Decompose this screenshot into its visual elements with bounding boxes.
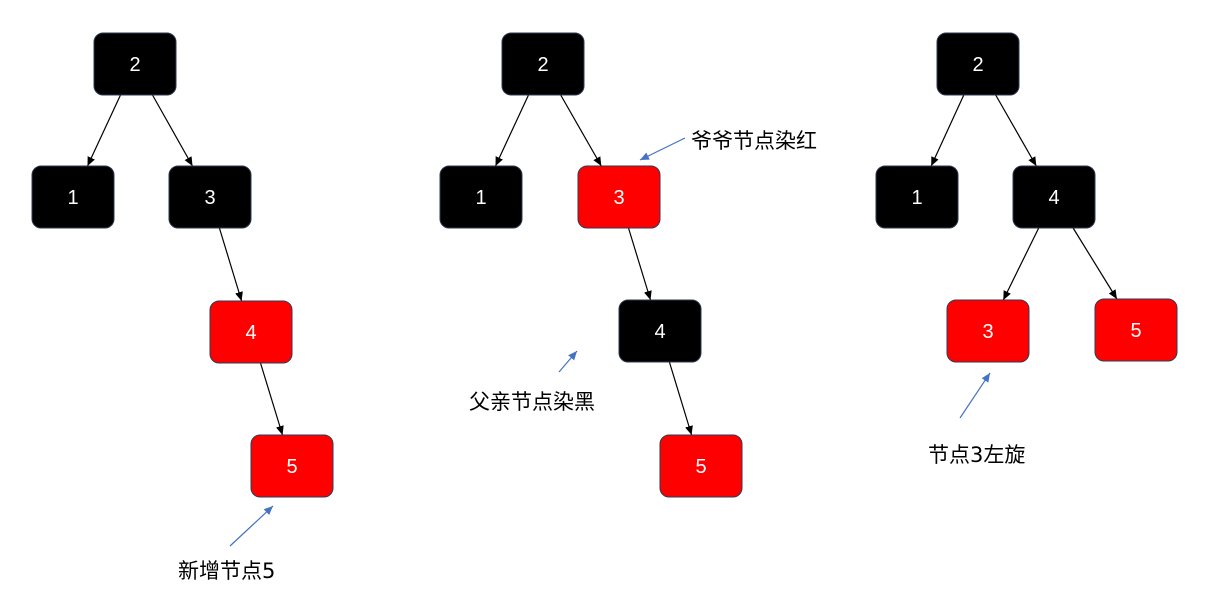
edge-t1-n2-to-t1-n1 — [86, 94, 122, 167]
annotation-text-t2-note-grand: 爷爷节点染红 — [691, 129, 817, 153]
annotation-text-t2-note-parent: 父亲节点染黑 — [469, 390, 595, 414]
red-node-box — [946, 299, 1030, 363]
annotation-text-t3-note: 节点3左旋 — [928, 443, 1025, 467]
black-node-box — [875, 165, 959, 229]
edge-t3-n2-to-t3-n1 — [930, 94, 965, 167]
node-label: 2 — [537, 54, 548, 76]
tree-node-t2-n2: 2 — [501, 32, 585, 96]
annotation-arrow-t1-note — [229, 505, 274, 547]
annotation-arrow-t2-note-grand — [639, 137, 686, 161]
edge-t3-n2-to-t3-n4 — [995, 94, 1037, 167]
annotation-arrow-t2-note-parent — [558, 350, 578, 373]
node-label: 1 — [911, 187, 922, 209]
node-label: 4 — [1048, 187, 1059, 209]
black-node-box — [439, 165, 523, 229]
tree-node-t2-n1: 1 — [439, 165, 523, 229]
tree-node-t1-n3: 3 — [168, 165, 252, 229]
edge-t2-n2-to-t2-n3 — [560, 94, 602, 167]
edge-t2-n2-to-t2-n1 — [494, 94, 530, 167]
node-label: 3 — [613, 187, 624, 209]
edge-t2-n4-to-t2-n5 — [668, 361, 693, 436]
black-node-box — [93, 32, 177, 96]
node-label: 3 — [204, 187, 215, 209]
red-node-box — [250, 434, 334, 498]
node-label: 4 — [245, 322, 256, 344]
node-label: 2 — [972, 54, 983, 76]
black-node-box — [501, 32, 585, 96]
tree-node-t3-n5: 5 — [1094, 298, 1178, 362]
tree-node-t3-n1: 1 — [875, 165, 959, 229]
red-node-box — [1094, 298, 1178, 362]
node-label: 5 — [1130, 320, 1141, 342]
edge-t1-n2-to-t1-n3 — [151, 94, 194, 167]
tree-node-t2-n3: 3 — [577, 165, 661, 229]
tree-node-t1-n4: 4 — [209, 300, 293, 364]
tree-node-t2-n4: 4 — [618, 299, 702, 363]
tree-node-t1-n1: 1 — [31, 165, 115, 229]
edge-t1-n4-to-t1-n5 — [259, 362, 284, 436]
red-node-box — [209, 300, 293, 364]
black-node-box — [31, 165, 115, 229]
red-node-box — [659, 434, 743, 498]
annotation-text-t1-note: 新增节点5 — [178, 559, 275, 583]
tree-node-t2-n5: 5 — [659, 434, 743, 498]
edge-t3-n4-to-t3-n5 — [1072, 227, 1118, 300]
node-label: 1 — [475, 187, 486, 209]
tree-node-t3-n4: 4 — [1012, 165, 1096, 229]
edge-t2-n3-to-t2-n4 — [627, 227, 652, 301]
node-label: 4 — [654, 321, 665, 343]
edge-t1-n3-to-t1-n4 — [218, 227, 243, 302]
edge-t3-n4-to-t3-n3 — [1002, 227, 1040, 301]
node-label: 1 — [67, 187, 78, 209]
black-node-box — [1012, 165, 1096, 229]
annotation-arrow-t3-note — [959, 372, 991, 419]
red-node-box — [577, 165, 661, 229]
black-node-box — [618, 299, 702, 363]
edges-layer — [86, 94, 1118, 436]
node-label: 5 — [286, 456, 297, 478]
node-label: 2 — [129, 54, 140, 76]
black-node-box — [168, 165, 252, 229]
black-node-box — [936, 32, 1020, 96]
node-label: 5 — [695, 456, 706, 478]
tree-node-t3-n2: 2 — [936, 32, 1020, 96]
tree-node-t1-n5: 5 — [250, 434, 334, 498]
tree-node-t3-n3: 3 — [946, 299, 1030, 363]
nodes-layer: 2 1 3 4 5 2 1 3 4 5 2 1 4 3 5 — [31, 32, 1178, 498]
tree-node-t1-n2: 2 — [93, 32, 177, 96]
node-label: 3 — [982, 321, 993, 343]
